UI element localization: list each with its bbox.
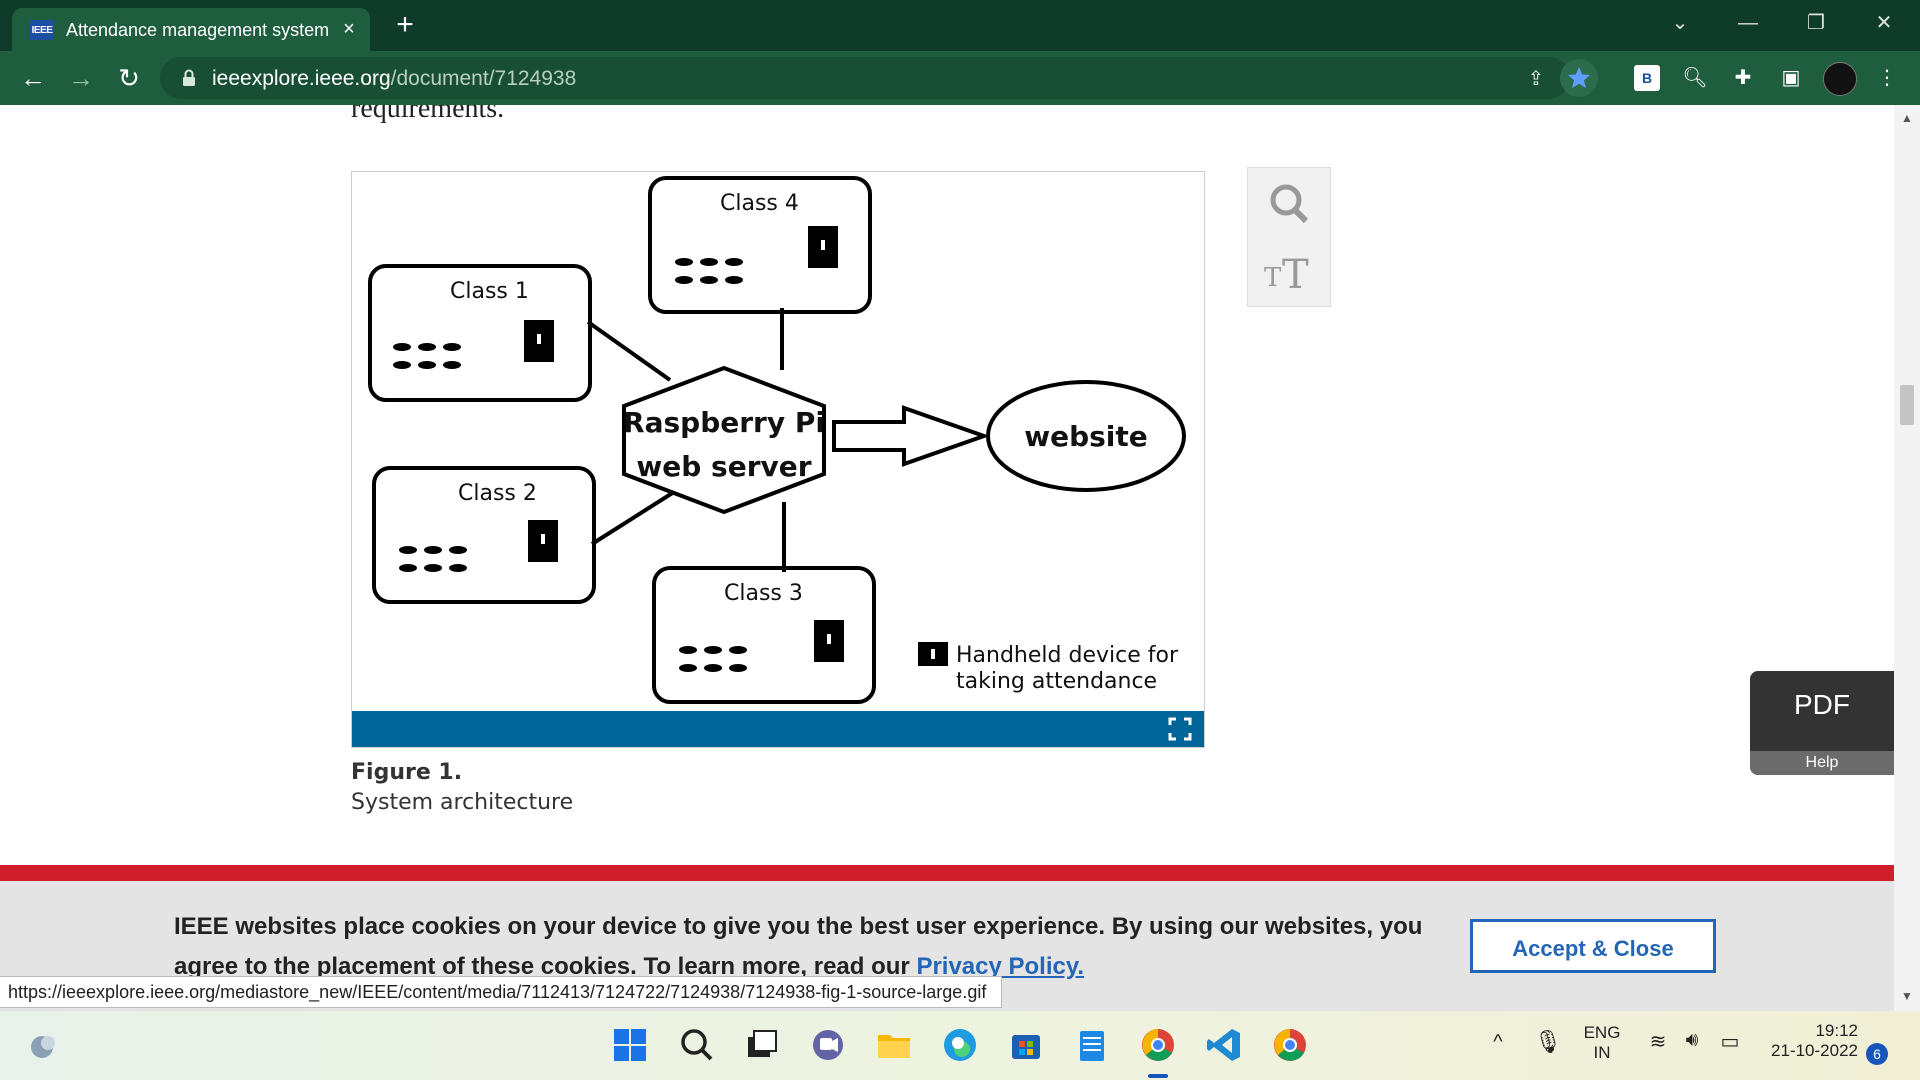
- pdf-button-label[interactable]: PDF: [1794, 689, 1850, 720]
- star-icon: [1568, 67, 1590, 88]
- figure-caption: System architecture: [351, 790, 574, 815]
- minimize-button[interactable]: —: [1738, 12, 1758, 34]
- svg-text:T: T: [1282, 252, 1309, 298]
- class4-box: [648, 176, 872, 314]
- figure-container[interactable]: Class 1 Class 2 Class 3 Class 4 Raspberr…: [351, 171, 1205, 748]
- cookie-message: IEEE websites place cookies on your devi…: [174, 913, 1423, 980]
- legend-label-line2: taking attendance: [956, 669, 1157, 694]
- pdf-widget[interactable]: PDF Help: [1750, 671, 1894, 775]
- tab-title: Attendance management system: [66, 20, 330, 40]
- website-ellipse: [986, 380, 1186, 492]
- task-view-icon[interactable]: [742, 1025, 782, 1065]
- students-class4: [675, 258, 743, 284]
- notification-badge[interactable]: 6: [1866, 1043, 1888, 1065]
- ieee-favicon-icon: IEEE: [30, 20, 54, 40]
- lens-icon[interactable]: 🔍︎: [1682, 67, 1708, 89]
- figure-tools-panel: T T: [1247, 167, 1331, 307]
- url-text[interactable]: ieeexplore.ieee.org/document/7124938: [212, 67, 577, 90]
- class1-box: [368, 264, 592, 402]
- students-class1: [393, 343, 461, 369]
- server-hexagon: [622, 365, 826, 515]
- text-size-icon[interactable]: T T: [1248, 238, 1330, 306]
- browser-tab[interactable]: IEEE Attendance management system ×: [12, 8, 370, 51]
- new-tab-button[interactable]: +: [396, 8, 414, 41]
- help-button[interactable]: Help: [1750, 751, 1894, 775]
- scroll-up-arrow-icon[interactable]: ▲: [1901, 111, 1913, 125]
- chrome-active-icon[interactable]: [1138, 1025, 1178, 1065]
- students-class2: [399, 546, 467, 572]
- profile-avatar[interactable]: [1823, 62, 1857, 96]
- svg-text:T: T: [1264, 263, 1282, 293]
- start-windows-icon[interactable]: [610, 1025, 650, 1065]
- lock-icon: [183, 69, 195, 86]
- browser-toolbar: ← → ↻ ieeexplore.ieee.org/document/71249…: [0, 51, 1920, 105]
- students-class3: [679, 646, 747, 672]
- privacy-policy-link[interactable]: Privacy Policy.: [916, 953, 1085, 980]
- chrome-icon[interactable]: [1270, 1025, 1310, 1065]
- class2-box: [372, 466, 596, 604]
- tab-search-chevron-icon[interactable]: ⌄: [1671, 12, 1689, 34]
- address-bar[interactable]: ieeexplore.ieee.org/document/7124938 ⇪: [160, 57, 1598, 99]
- class4-label: Class 4: [720, 191, 799, 216]
- share-icon[interactable]: ⇪: [1527, 68, 1545, 90]
- connector-class2: [590, 490, 676, 546]
- tab-bar: IEEE Attendance management system × + ⌄ …: [0, 0, 1920, 51]
- file-explorer-icon[interactable]: [874, 1025, 914, 1065]
- tab-close-icon[interactable]: ×: [343, 18, 355, 40]
- teams-chat-icon[interactable]: [808, 1025, 848, 1065]
- edge-browser-icon[interactable]: [940, 1025, 980, 1065]
- close-window-button[interactable]: ✕: [1875, 12, 1893, 34]
- search-icon[interactable]: [1248, 168, 1330, 238]
- page-scrollbar[interactable]: ▲ ▼: [1894, 105, 1920, 1011]
- forward-arrow-icon[interactable]: →: [68, 63, 94, 93]
- accept-close-button[interactable]: Accept & Close: [1470, 919, 1716, 973]
- class3-label: Class 3: [724, 581, 803, 606]
- scroll-thumb[interactable]: [1900, 385, 1914, 425]
- weather-widget-icon[interactable]: [22, 1025, 62, 1065]
- store-icon[interactable]: [1006, 1025, 1046, 1065]
- bookmark-star-button[interactable]: [1560, 59, 1598, 97]
- extension-b-icon[interactable]: B: [1634, 65, 1660, 91]
- server-label-line1: Raspberry Pi: [623, 406, 825, 439]
- link-status-bubble: https://ieeexplore.ieee.org/mediastore_n…: [0, 976, 1002, 1008]
- connector-class1: [586, 320, 672, 382]
- class3-box: [652, 566, 876, 704]
- expand-icon[interactable]: [1168, 717, 1192, 741]
- wifi-icon[interactable]: ≋: [1649, 1031, 1667, 1053]
- vscode-icon[interactable]: [1204, 1025, 1244, 1065]
- paragraph-text: requirements.: [351, 105, 505, 124]
- architecture-diagram: Class 1 Class 2 Class 3 Class 4 Raspberr…: [368, 176, 1186, 704]
- volume-icon[interactable]: 🔊︎: [1685, 1029, 1699, 1051]
- arrow-to-website: [832, 405, 991, 467]
- reload-icon[interactable]: ↻: [118, 63, 140, 93]
- figure-toolbar: [352, 711, 1204, 747]
- menu-icon[interactable]: ⋮: [1877, 67, 1897, 89]
- figure-title: Figure 1.: [351, 760, 463, 785]
- search-taskbar-icon[interactable]: [677, 1025, 717, 1065]
- notepad-icon[interactable]: [1072, 1025, 1112, 1065]
- scroll-down-arrow-icon[interactable]: ▼: [1901, 989, 1913, 1003]
- website-label: website: [1024, 420, 1148, 453]
- class1-label: Class 1: [450, 279, 529, 304]
- microphone-icon[interactable]: 🎙︎: [1534, 1029, 1562, 1054]
- puzzle-icon[interactable]: ✚: [1734, 67, 1752, 89]
- page-content: requirements.: [0, 105, 1894, 1011]
- legend-label-line1: Handheld device for: [956, 643, 1179, 668]
- battery-icon[interactable]: ▭: [1720, 1031, 1740, 1053]
- tray-chevron-icon[interactable]: ^: [1493, 1031, 1503, 1053]
- cookie-banner-border: [0, 865, 1894, 881]
- class2-label: Class 2: [458, 481, 537, 506]
- active-app-indicator: [1148, 1074, 1168, 1078]
- restore-button[interactable]: ❐: [1807, 12, 1825, 34]
- server-label-line2: web server: [636, 450, 811, 483]
- sidepanel-icon[interactable]: ▣: [1781, 67, 1801, 89]
- back-arrow-icon[interactable]: ←: [20, 63, 46, 93]
